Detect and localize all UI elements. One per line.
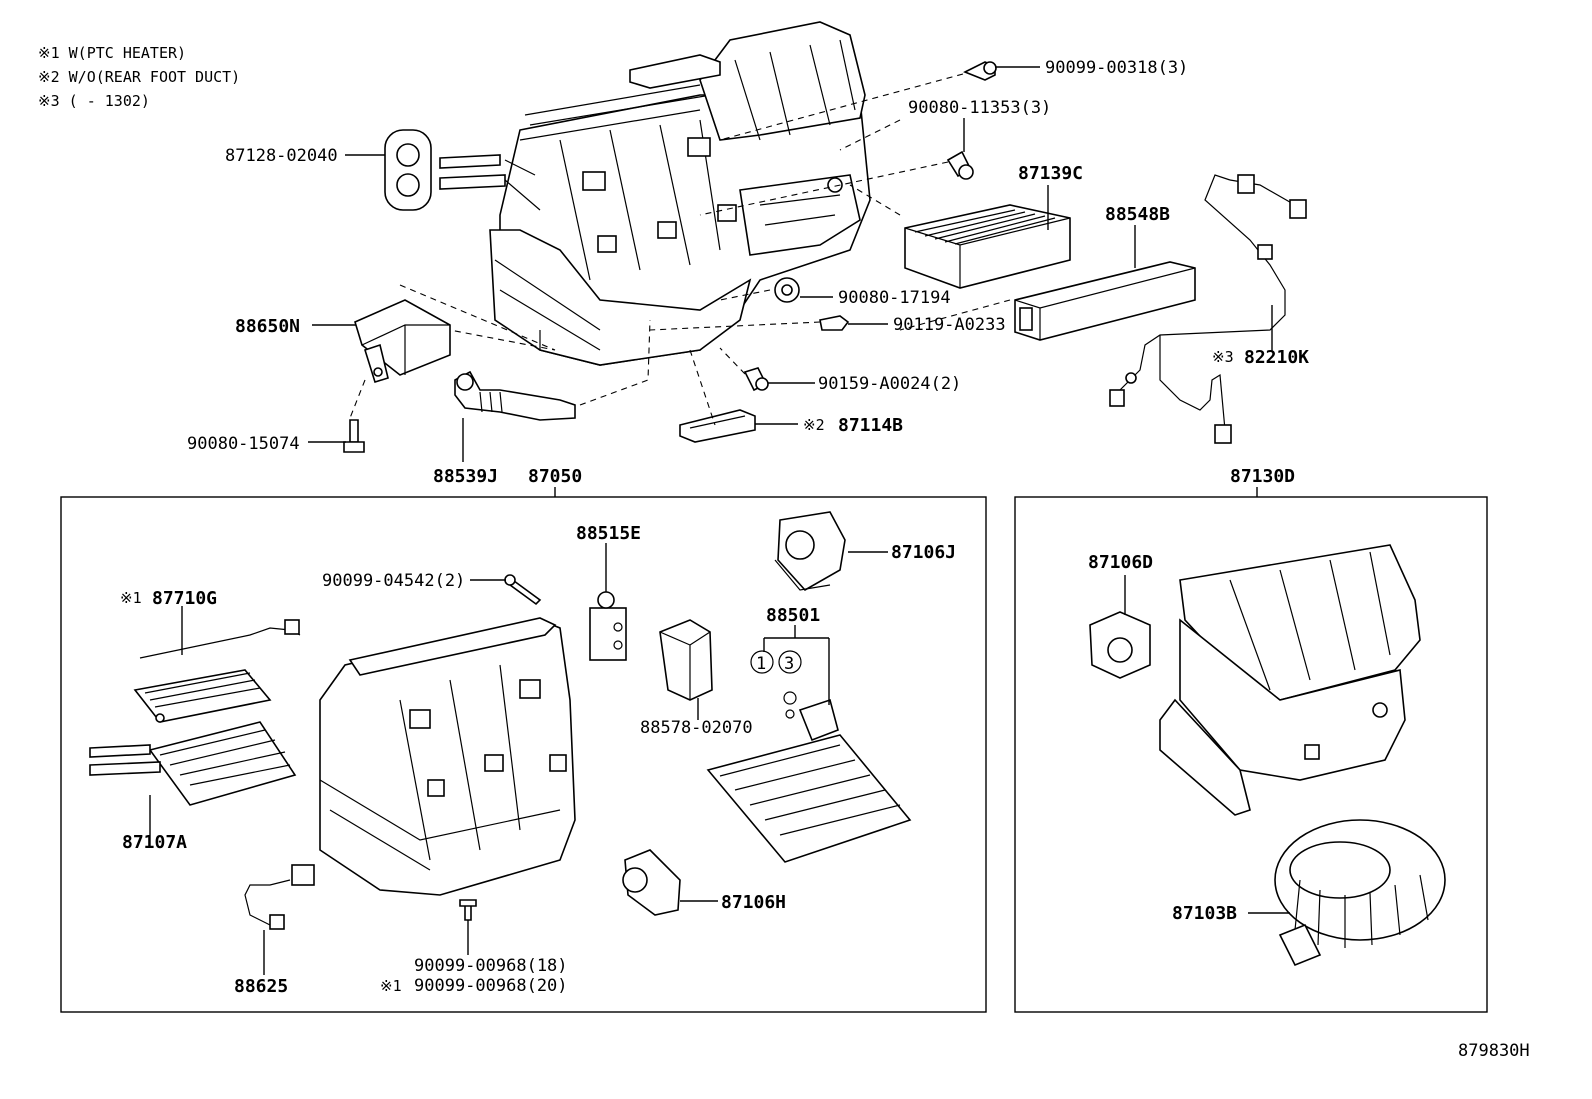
note-3: ※3 ( - 1302) — [38, 92, 150, 110]
blower-motor-87103B-drawing — [1274, 819, 1446, 967]
mark-87710G: ※1 — [120, 589, 142, 607]
sensor-88625-drawing — [244, 864, 315, 930]
label-88625: 88625 — [234, 976, 288, 997]
mark-82210K: ※3 — [1212, 348, 1234, 366]
label-87050: 87050 — [528, 466, 582, 487]
expansion-valve-88515E-drawing — [589, 591, 627, 661]
label-87106H: 87106H — [721, 892, 786, 913]
circle-num-1: 1 — [756, 654, 766, 674]
mark-87114B: ※2 — [803, 416, 825, 434]
label-90080-15074: 90080-15074 — [187, 434, 300, 454]
grommet-87128-02040-drawing — [384, 129, 432, 211]
label-87106J: 87106J — [891, 542, 956, 563]
diagram-code: 879830H — [1458, 1041, 1530, 1061]
label-88548B: 88548B — [1105, 204, 1170, 225]
leader-lines-top — [308, 66, 1273, 462]
screw-90080-11353-drawing — [946, 150, 974, 180]
label-88501: 88501 — [766, 605, 820, 626]
mark-90099-00968-20: ※1 — [380, 977, 402, 995]
block-88578-02070-drawing — [659, 619, 713, 701]
label-82210K: 82210K — [1244, 347, 1309, 368]
label-90119-A0233: 90119-A0233 — [893, 315, 1006, 335]
label-90099-04542: 90099-04542(2) — [322, 571, 465, 591]
wire-harness-82210K-drawing — [1109, 174, 1307, 444]
servo-motor-87106J-drawing — [774, 511, 846, 592]
screw-90099-00318-drawing — [963, 61, 997, 81]
label-90099-00968-18: 90099-00968(18) — [414, 956, 568, 976]
label-90099-00968-20: 90099-00968(20) — [414, 976, 568, 996]
hvac-unit-assembly-drawing — [439, 21, 871, 366]
screw-90159-A0024-drawing — [743, 367, 769, 392]
dashed-guide-lines — [349, 73, 1011, 426]
ptc-heater-87710G-drawing — [133, 619, 301, 723]
case-housing-drawing — [319, 617, 576, 896]
label-87107A: 87107A — [122, 832, 187, 853]
screw-90080-15074-drawing — [343, 419, 365, 453]
clip-90080-17194-drawing — [774, 277, 800, 303]
filter-case-88548B-drawing — [1014, 261, 1196, 341]
label-87128-02040: 87128-02040 — [225, 146, 338, 166]
label-88578-02070: 88578-02070 — [640, 718, 753, 738]
duct-87114B-drawing — [679, 409, 756, 443]
labels-top: 90099-00318(3) 90080-11353(3) 87128-0204… — [187, 58, 1309, 487]
label-87710G: 87710G — [152, 588, 217, 609]
label-87130D: 87130D — [1230, 466, 1295, 487]
note-1: ※1 W(PTC HEATER) — [38, 44, 186, 62]
label-87103B: 87103B — [1172, 903, 1237, 924]
label-88539J: 88539J — [433, 466, 498, 487]
circle-num-3: 3 — [784, 654, 794, 674]
label-90099-00318: 90099-00318(3) — [1045, 58, 1188, 78]
screw-90099-04542-drawing — [504, 574, 542, 606]
servo-motor-87106D-drawing — [1089, 611, 1151, 679]
label-88515E: 88515E — [576, 523, 641, 544]
label-87106D: 87106D — [1088, 552, 1153, 573]
amplifier-88650N-drawing — [354, 299, 451, 383]
label-90080-17194: 90080-17194 — [838, 288, 951, 308]
servo-motor-87106H-drawing — [622, 849, 681, 916]
label-87114B: 87114B — [838, 415, 903, 436]
notes-block: ※1 W(PTC HEATER) ※2 W/O(REAR FOOT DUCT) … — [38, 44, 240, 110]
group-box-87050: 87050 — [60, 466, 987, 1013]
evaporator-88501-drawing: 1 3 — [706, 650, 912, 863]
label-90159-A0024: 90159-A0024(2) — [818, 374, 961, 394]
label-87139C: 87139C — [1018, 163, 1083, 184]
label-90080-11353: 90080-11353(3) — [908, 98, 1051, 118]
group-box-87130D: 87130D 87106D 87103B — [1014, 466, 1488, 1013]
air-filter-87139C-drawing — [904, 204, 1071, 289]
leader-lines-87050 — [149, 543, 888, 975]
blower-unit-drawing — [1159, 544, 1421, 816]
hose-88539J-drawing — [454, 370, 576, 421]
screw-90099-00968-drawing — [459, 899, 477, 921]
note-2: ※2 W/O(REAR FOOT DUCT) — [38, 68, 240, 86]
label-88650N: 88650N — [235, 316, 300, 337]
screw-90119-A0233-drawing — [819, 315, 850, 331]
heater-core-87107A-drawing — [89, 721, 297, 806]
